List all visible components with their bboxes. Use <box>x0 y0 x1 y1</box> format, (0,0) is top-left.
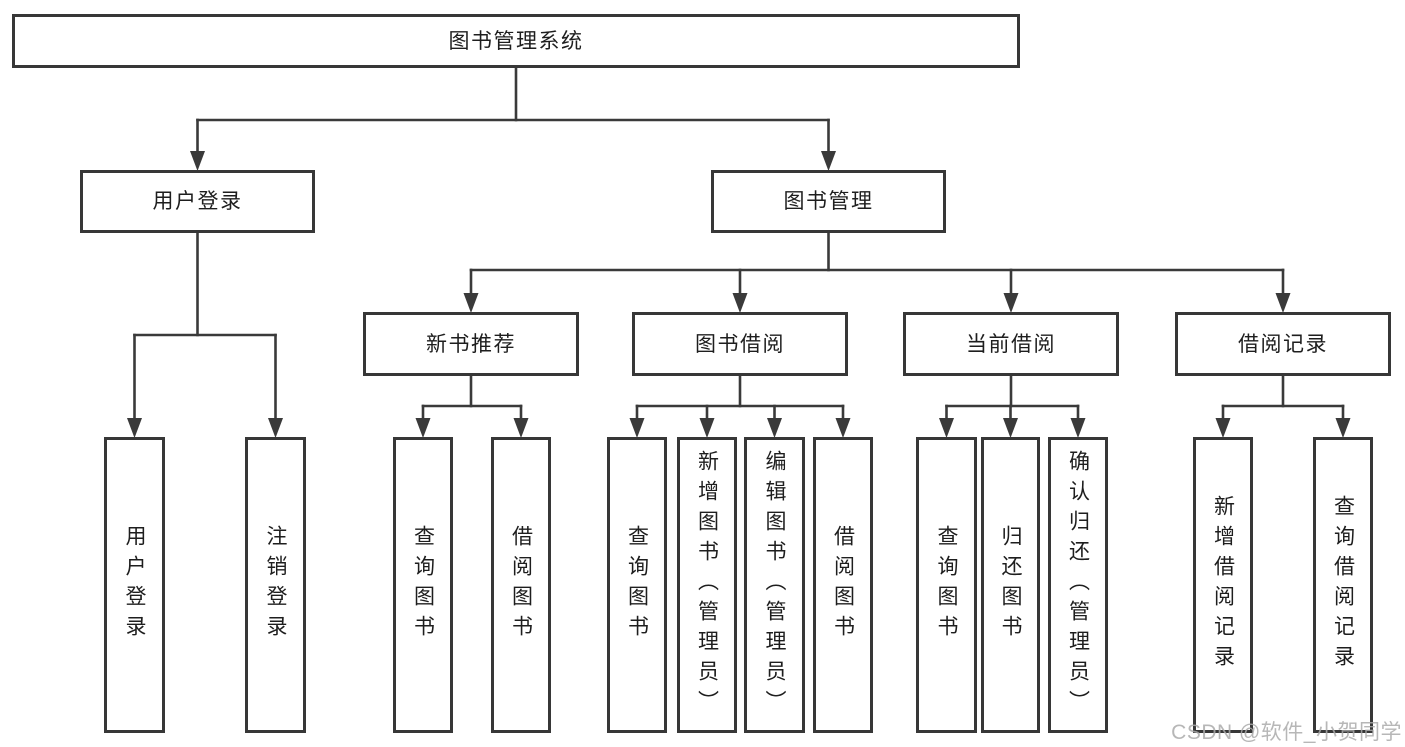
arrowhead-icon <box>732 293 748 313</box>
node-label: 确认归还（管理员） <box>1066 450 1090 720</box>
arrowhead-icon <box>835 418 851 438</box>
node-leaf-cur-query: 查询图书 <box>916 437 977 733</box>
node-label: 查询图书 <box>625 525 649 645</box>
arrowhead-icon <box>1070 418 1086 438</box>
node-label: 用户登录 <box>152 190 243 213</box>
node-label: 注销登录 <box>264 525 287 645</box>
node-label: 借阅图书 <box>831 525 855 645</box>
node-leaf-user-login: 用户登录 <box>104 437 165 733</box>
node-leaf-rec-qry-log: 查询借阅记录 <box>1313 437 1373 733</box>
node-label: 当前借阅 <box>966 332 1056 356</box>
arrowhead-icon <box>268 418 283 438</box>
node-label: 查询图书 <box>935 525 958 645</box>
node-label: 查询图书 <box>411 525 435 645</box>
node-leaf-rec-add-log: 新增借阅记录 <box>1193 437 1253 733</box>
node-label: 查询借阅记录 <box>1331 495 1355 675</box>
node-label: 新增借阅记录 <box>1211 495 1235 675</box>
arrowhead-icon <box>1003 418 1018 438</box>
node-leaf-rec-query: 查询图书 <box>393 437 453 733</box>
arrowhead-icon <box>1215 418 1231 438</box>
node-leaf-bor-edit: 编辑图书（管理员） <box>744 437 805 733</box>
node-leaf-cur-confirm: 确认归还（管理员） <box>1048 437 1108 733</box>
node-label: 新增图书（管理员） <box>695 450 719 720</box>
node-records: 借阅记录 <box>1175 312 1391 376</box>
node-leaf-cur-return: 归还图书 <box>981 437 1040 733</box>
node-label: 图书借阅 <box>695 332 785 356</box>
node-label: 图书管理系统 <box>448 29 584 53</box>
arrowhead-icon <box>821 151 836 171</box>
node-label: 借阅图书 <box>509 525 533 645</box>
node-mgmt: 图书管理 <box>711 170 946 233</box>
node-leaf-bor-query: 查询图书 <box>607 437 667 733</box>
node-leaf-logout: 注销登录 <box>245 437 306 733</box>
node-label: 图书管理 <box>783 190 874 213</box>
arrowhead-icon <box>190 151 205 171</box>
node-leaf-bor-add: 新增图书（管理员） <box>677 437 737 733</box>
arrowhead-icon <box>1003 293 1019 313</box>
arrowhead-icon <box>1335 418 1351 438</box>
arrowhead-icon <box>127 418 142 438</box>
node-recommend: 新书推荐 <box>363 312 579 376</box>
node-leaf-rec-borrow: 借阅图书 <box>491 437 551 733</box>
node-root: 图书管理系统 <box>12 14 1020 68</box>
node-label: 用户登录 <box>123 525 146 645</box>
node-login: 用户登录 <box>80 170 315 233</box>
arrowhead-icon <box>939 418 954 438</box>
node-label: 新书推荐 <box>426 332 516 356</box>
arrowhead-icon <box>629 418 645 438</box>
node-leaf-bor-borrow: 借阅图书 <box>813 437 873 733</box>
arrowhead-icon <box>699 418 715 438</box>
node-label: 借阅记录 <box>1238 332 1328 356</box>
arrowhead-icon <box>415 418 431 438</box>
watermark-text: CSDN @软件_小贺同学 <box>1171 721 1402 744</box>
arrowhead-icon <box>767 418 782 438</box>
node-label: 编辑图书（管理员） <box>763 450 786 720</box>
node-label: 归还图书 <box>999 525 1022 645</box>
node-borrowing: 图书借阅 <box>632 312 848 376</box>
node-current: 当前借阅 <box>903 312 1119 376</box>
arrowhead-icon <box>1275 293 1291 313</box>
arrowhead-icon <box>463 293 479 313</box>
arrowhead-icon <box>513 418 529 438</box>
